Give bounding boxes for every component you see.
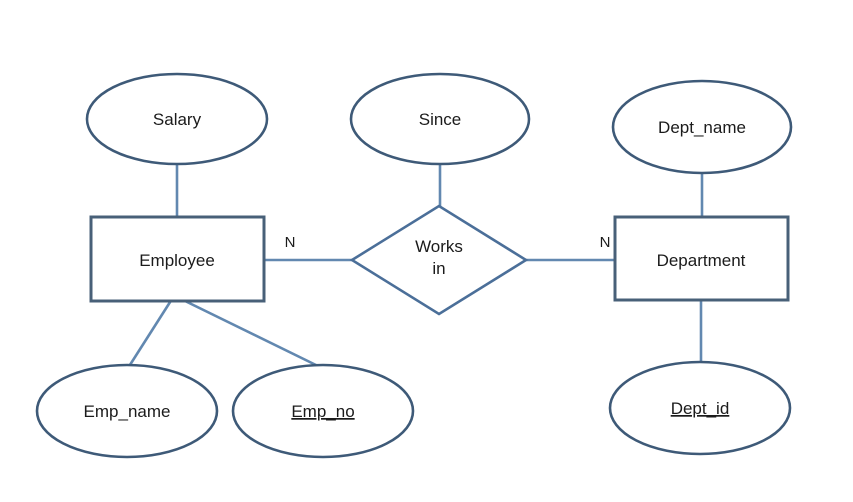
attribute-emp-no-label: Emp_no (291, 402, 354, 421)
cardinality-department-side: N (600, 234, 611, 251)
entity-employee-rect (89, 215, 266, 303)
attribute-emp-no-ellipse (231, 363, 415, 459)
attribute-dept-name: Dept_name (611, 79, 793, 175)
attribute-since-label: Since (419, 110, 462, 129)
entity-employee-label: Employee (139, 251, 215, 270)
entity-department-rect (613, 215, 790, 302)
attribute-dept-id-ellipse (608, 360, 792, 456)
entity-department-label: Department (657, 251, 746, 270)
attribute-emp-name: Emp_name (35, 363, 219, 459)
connector-employee-empname (126, 298, 174, 369)
attribute-since: Since (349, 72, 531, 166)
attribute-salary-ellipse (85, 72, 269, 166)
attribute-dept-id-label: Dept_id (671, 399, 730, 418)
attribute-salary-label: Salary (153, 110, 202, 129)
relationship-works-in-diamond (349, 204, 529, 316)
attribute-dept-name-label: Dept_name (658, 118, 746, 137)
relationship-works-in-label-line1: Works (415, 237, 463, 256)
attribute-emp-name-ellipse (35, 363, 219, 459)
attribute-emp-no: Emp_no (231, 363, 415, 459)
connector-employee-empno (180, 297, 321, 369)
entity-employee: Employee (89, 215, 266, 303)
attribute-emp-name-label: Emp_name (84, 402, 171, 421)
entity-department: Department (613, 215, 790, 302)
attribute-dept-name-ellipse (611, 79, 793, 175)
cardinality-employee-side: N (285, 234, 296, 251)
relationship-works-in: Works in (349, 204, 529, 316)
relationship-works-in-label-line2: in (432, 259, 445, 278)
attribute-since-ellipse (349, 72, 531, 166)
attribute-salary: Salary (85, 72, 269, 166)
attribute-dept-id: Dept_id (608, 360, 792, 456)
